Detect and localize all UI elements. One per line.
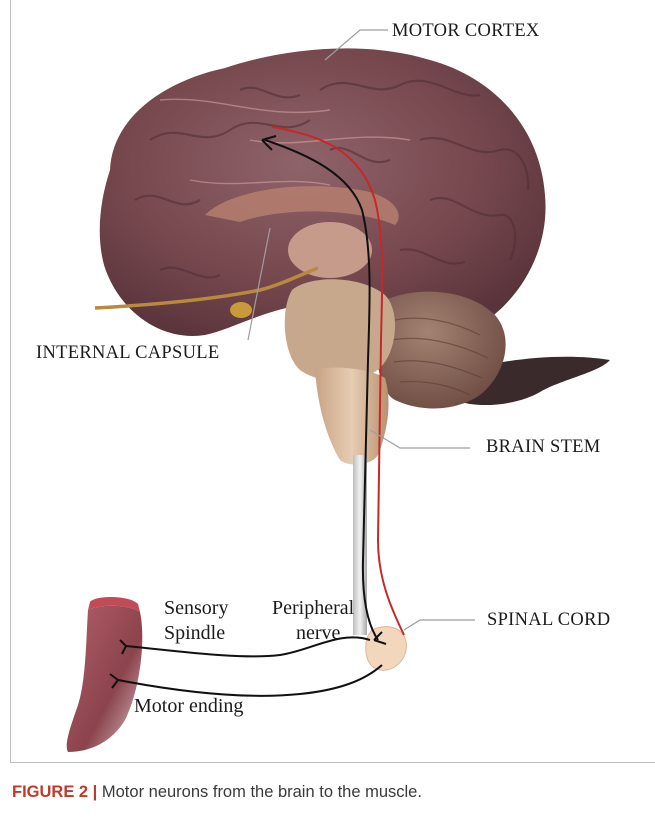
label-spindle: Spindle xyxy=(164,622,225,645)
label-peripheral: Peripheral xyxy=(272,597,354,620)
pituitary xyxy=(230,302,252,318)
label-brain-stem: BRAIN STEM xyxy=(486,437,601,458)
label-internal-capsule: INTERNAL CAPSULE xyxy=(36,343,219,364)
thalamus xyxy=(288,222,372,278)
spinal-cord-section xyxy=(366,627,407,671)
label-motor-ending: Motor ending xyxy=(134,695,243,718)
muscle xyxy=(67,606,143,752)
nerve-endings xyxy=(110,632,386,688)
figure-caption-text: Motor neurons from the brain to the musc… xyxy=(97,783,422,801)
brain-stem-shape xyxy=(315,368,389,465)
figure-caption: FIGURE 2 | Motor neurons from the brain … xyxy=(12,783,422,802)
label-spinal-cord: SPINAL CORD xyxy=(487,610,610,631)
label-nerve: nerve xyxy=(296,622,340,645)
figure-number: FIGURE 2 | xyxy=(12,783,97,801)
pons xyxy=(285,279,395,381)
label-sensory: Sensory xyxy=(164,597,228,620)
label-motor-cortex: MOTOR CORTEX xyxy=(392,21,540,42)
motor-nerve xyxy=(118,665,382,696)
